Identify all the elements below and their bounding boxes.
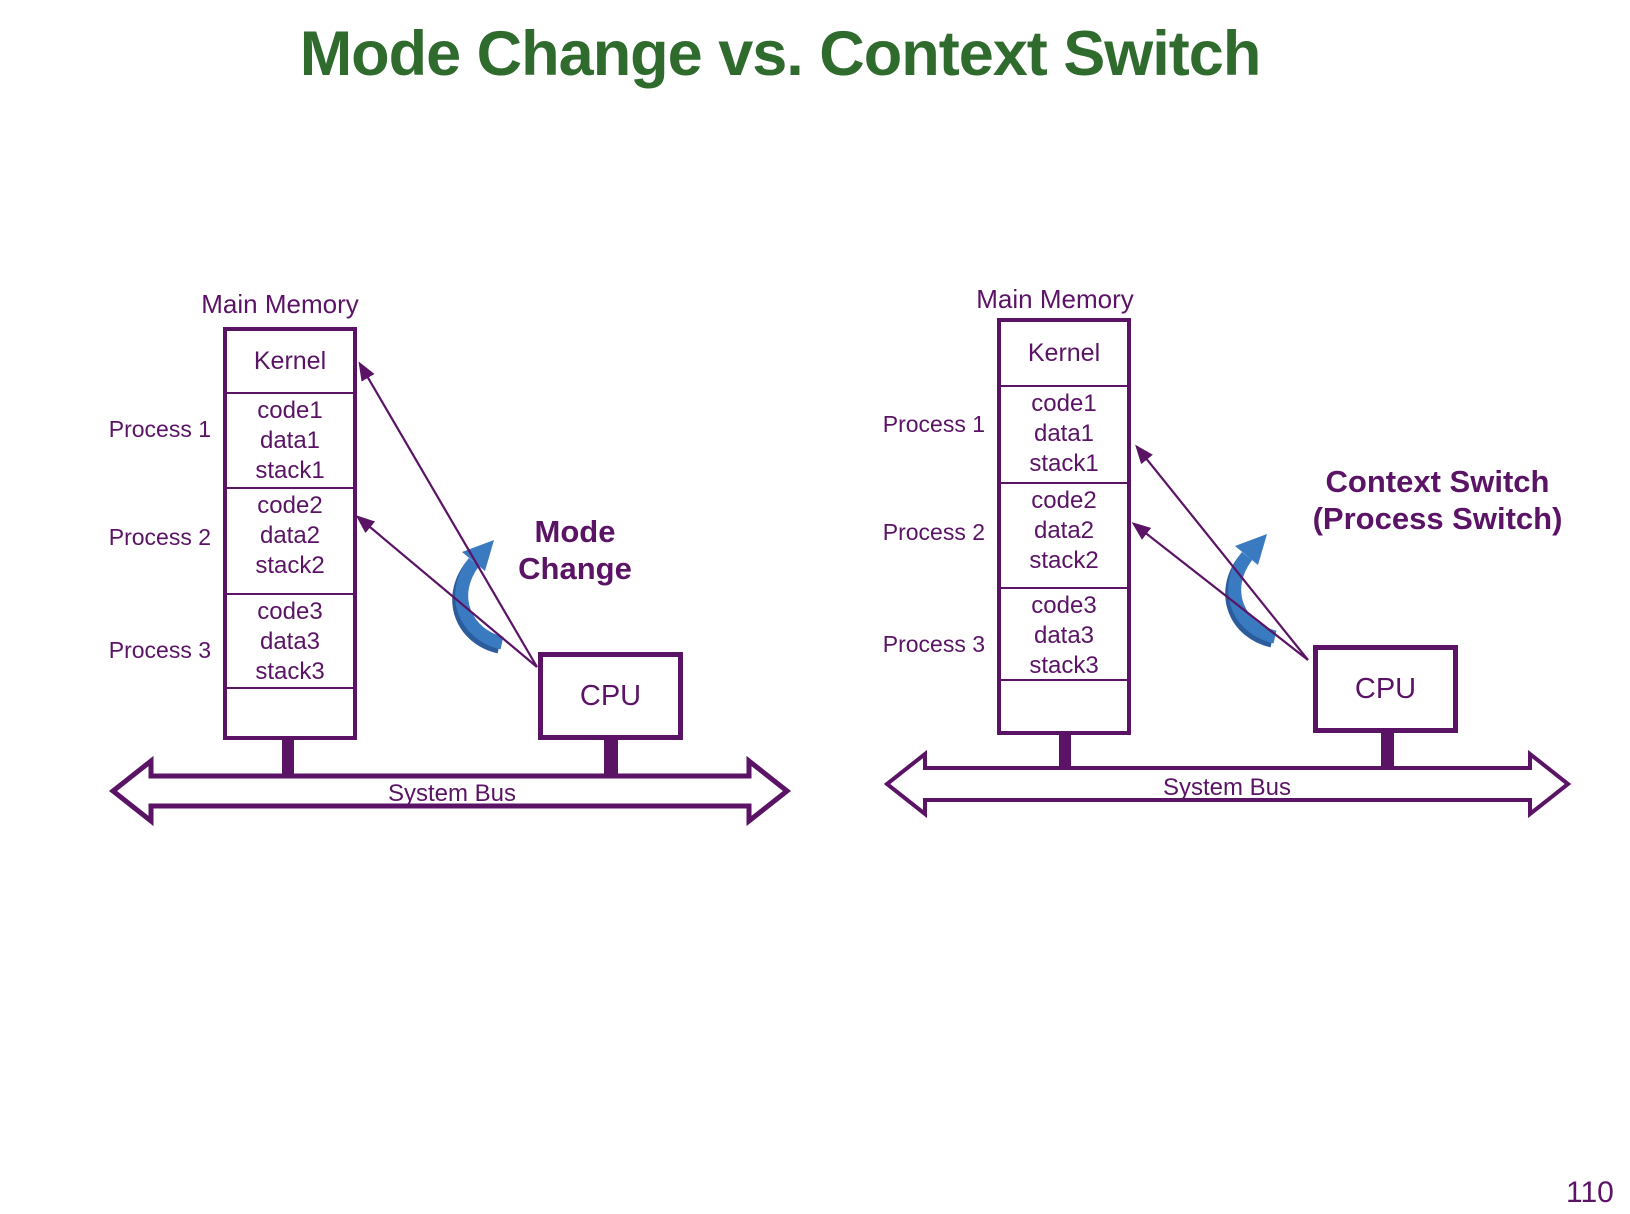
- memory-bus-connector: [1059, 731, 1071, 771]
- cpu-bus-connector: [604, 736, 618, 778]
- memory-row: data2: [259, 522, 321, 549]
- cpu-box: CPU: [1313, 645, 1458, 733]
- memory-row: stack2: [1029, 547, 1099, 574]
- cpu-box: CPU: [538, 652, 683, 740]
- memory-row: data1: [259, 427, 321, 454]
- annotation-line: Context Switch: [1325, 464, 1550, 499]
- process3-section: code3 data3 stack3: [227, 593, 353, 687]
- process1-section: code1 data1 stack1: [227, 392, 353, 487]
- memory-row: stack3: [1029, 652, 1099, 679]
- process1-label: Process 1: [108, 416, 211, 442]
- memory-row: data3: [259, 628, 321, 655]
- process2-section: code2 data2 stack2: [227, 487, 353, 593]
- process1-label: Process 1: [882, 411, 985, 437]
- main-memory-label: Main Memory: [201, 289, 359, 319]
- memory-row: data3: [1033, 622, 1095, 649]
- process1-section: code1 data1 stack1: [1001, 385, 1127, 482]
- annotation-line: Mode: [534, 514, 616, 549]
- memory-row: code1: [257, 397, 323, 424]
- memory-bus-connector: [282, 736, 294, 778]
- memory-row: stack1: [1029, 450, 1099, 477]
- memory-row: code3: [257, 598, 323, 625]
- memory-row: stack1: [255, 457, 325, 484]
- process2-label: Process 2: [108, 524, 211, 550]
- memory-row: code2: [1031, 487, 1097, 514]
- main-memory-box: Kernel code1 data1 stack1 code2 data2 st…: [997, 318, 1131, 735]
- slide-title: Mode Change vs. Context Switch: [299, 19, 1262, 89]
- process2-label: Process 2: [882, 519, 985, 545]
- process3-section: code3 data3 stack3: [1001, 587, 1127, 679]
- system-bus-label: System Bus: [387, 780, 517, 807]
- memory-row: data2: [1033, 517, 1095, 544]
- memory-row: stack2: [255, 552, 325, 579]
- main-memory-label: Main Memory: [976, 284, 1134, 314]
- process3-label: Process 3: [108, 637, 211, 663]
- kernel-section: Kernel: [253, 347, 327, 375]
- page-number: 110: [1566, 1176, 1614, 1209]
- memory-row: stack3: [255, 658, 325, 685]
- mode-change-annotation: Mode Change: [490, 513, 660, 587]
- context-switch-annotation: Context Switch (Process Switch): [1300, 463, 1575, 537]
- memory-row: data1: [1033, 420, 1095, 447]
- process2-section: code2 data2 stack2: [1001, 482, 1127, 587]
- curved-switch-arrow-icon: [1225, 534, 1277, 648]
- main-memory-box: Kernel code1 data1 stack1 code2 data2 st…: [223, 327, 357, 740]
- annotation-line: Change: [518, 551, 632, 586]
- empty-section: [227, 687, 353, 736]
- system-bus-label: System Bus: [1162, 774, 1292, 801]
- cpu-bus-connector: [1381, 731, 1394, 771]
- memory-row: code3: [1031, 592, 1097, 619]
- annotation-line: (Process Switch): [1312, 501, 1563, 536]
- process3-label: Process 3: [882, 631, 985, 657]
- memory-row: code2: [257, 492, 323, 519]
- kernel-section: Kernel: [1027, 339, 1101, 367]
- empty-section: [1001, 679, 1127, 731]
- memory-row: code1: [1031, 390, 1097, 417]
